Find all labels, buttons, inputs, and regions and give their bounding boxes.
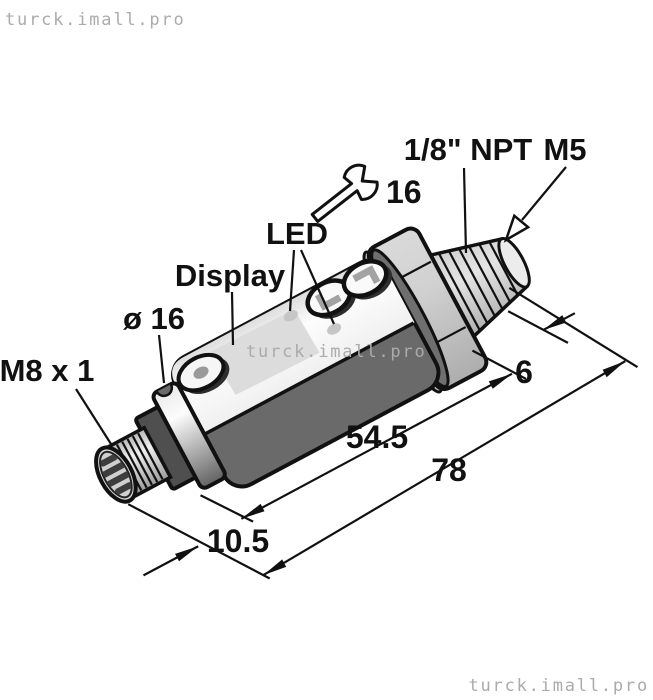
pressure-sensor-device — [94, 226, 639, 580]
round-button — [176, 352, 230, 395]
dimension-body-length — [240, 372, 513, 520]
sensor-body — [171, 258, 441, 489]
dim-body-length: 54.5 — [346, 419, 408, 455]
dimension-lines — [127, 287, 639, 580]
m5-open-arrowhead — [503, 213, 531, 243]
chevron-left-icon — [314, 292, 342, 311]
display-window — [210, 309, 320, 396]
wrench-icon — [310, 163, 379, 223]
leader-lines — [75, 166, 567, 445]
npt-thread — [428, 236, 531, 340]
m8-connector-face — [94, 445, 138, 504]
dim-total-length: 78 — [431, 452, 467, 488]
button-right — [341, 259, 393, 300]
watermark-center: turck.imall.pro — [246, 342, 427, 362]
label-process-thread: 1/8" NPT — [404, 132, 532, 167]
label-housing-diameter: ø 16 — [123, 301, 185, 336]
dim-hex-width: 6 — [515, 354, 533, 390]
dimension-total-length — [262, 360, 626, 577]
label-connector-thread: M8 x 1 — [0, 353, 94, 388]
watermark-top-left: turck.imall.pro — [5, 10, 186, 30]
thread-tip — [497, 237, 531, 289]
label-display: Display — [175, 258, 286, 293]
label-tip-thread: M5 — [543, 132, 586, 167]
chevron-right-icon — [352, 265, 381, 284]
collar-ring — [151, 381, 227, 490]
watermark-bottom-right: turck.imall.pro — [468, 676, 649, 696]
dim-connector-length: 10.5 — [207, 523, 269, 559]
label-wrench-size: 16 — [386, 174, 422, 210]
led-indicator-2 — [327, 323, 342, 335]
label-led: LED — [266, 216, 328, 251]
dimension-connector-length — [142, 545, 199, 577]
dimension-hex-width — [542, 312, 576, 332]
led-indicator-1 — [283, 310, 298, 322]
